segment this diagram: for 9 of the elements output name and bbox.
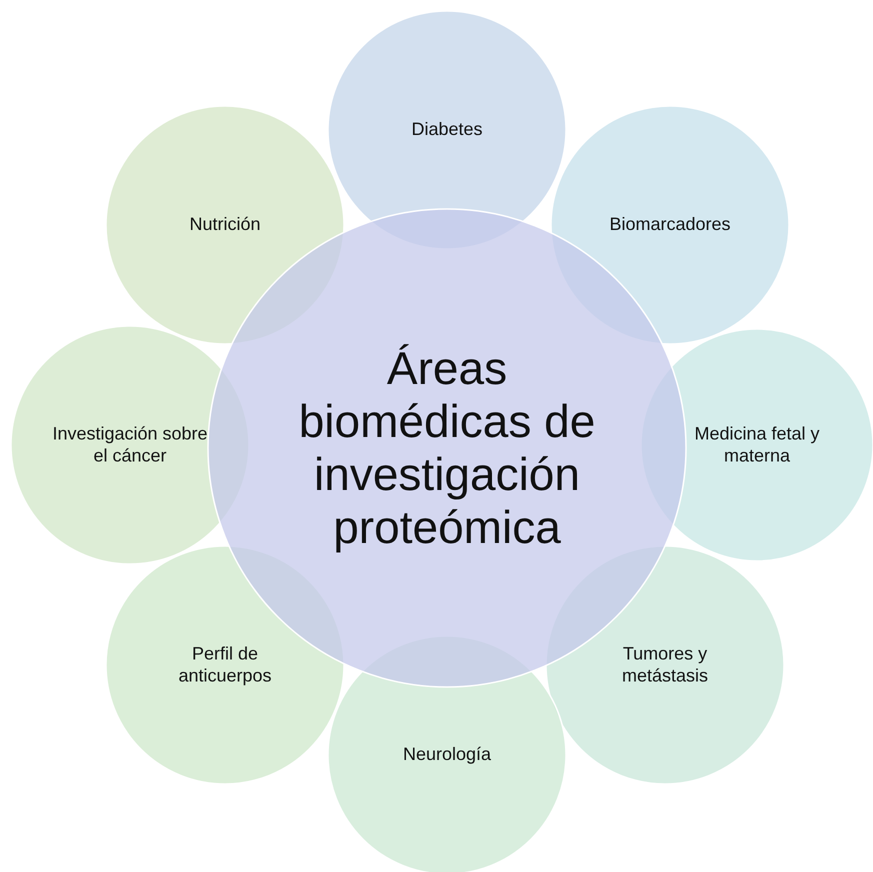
circle-label: Investigación sobre el cáncer bbox=[51, 423, 209, 467]
circle-label: Tumores y metástasis bbox=[620, 643, 710, 687]
circle-label: Biomarcadores bbox=[608, 214, 732, 236]
circle-label: Medicina fetal y materna bbox=[693, 423, 821, 467]
circle-label: Nutrición bbox=[188, 214, 262, 236]
circle-label: Perfil de anticuerpos bbox=[177, 643, 273, 687]
circle-label: Neurología bbox=[402, 744, 492, 766]
circle-label: Diabetes bbox=[410, 119, 484, 141]
central-title: Áreas biomédicas de investigación proteómica bbox=[298, 342, 596, 554]
